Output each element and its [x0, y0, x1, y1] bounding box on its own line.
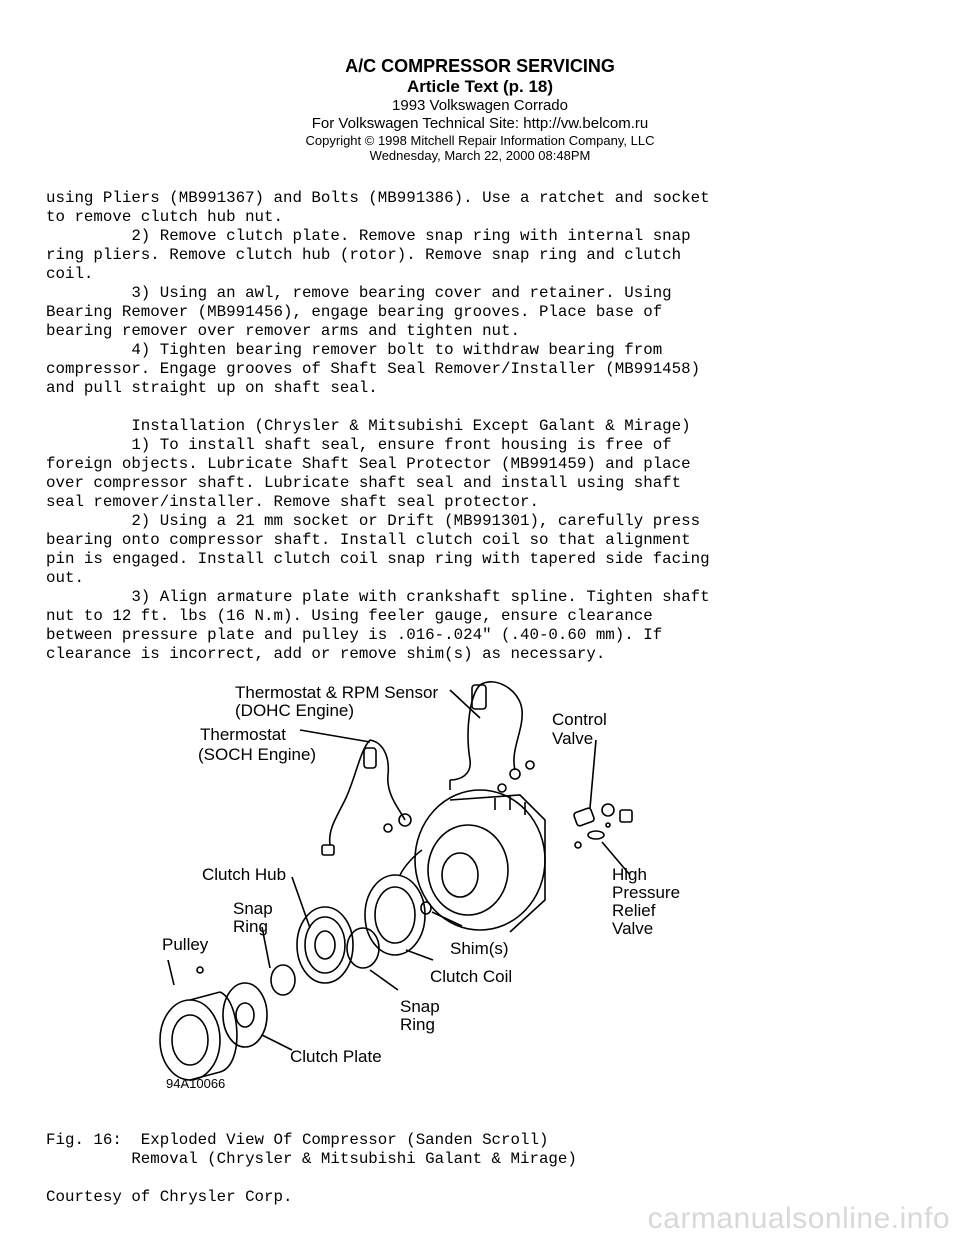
sohc-harness-wire-2 [369, 739, 406, 821]
callout-thermostat: Thermostat [200, 725, 286, 744]
dohc-harness-wire-2 [479, 681, 523, 771]
vehicle-label: 1993 Volkswagen Corrado [392, 97, 568, 114]
leader-thermostat-rpm [449, 689, 481, 719]
callout-snap-top: Snap [233, 899, 273, 918]
pulley-rim [189, 991, 238, 1081]
sohc-connector [363, 747, 377, 769]
control-valve-body [573, 807, 595, 827]
callout-thermostat-rpm: Thermostat & RPM Sensor [235, 683, 438, 702]
callout-valve-2: Valve [612, 919, 653, 938]
clutch-plate-outer [222, 982, 268, 1048]
clutch-hub-outer [296, 906, 354, 984]
leader-thermostat [299, 729, 371, 743]
procedure-text: using Pliers (MB991367) and Bolts (MB991… [46, 189, 710, 663]
leader-control-valve [589, 739, 597, 809]
leader-clutch-hub [291, 876, 311, 929]
leader-clutch-coil [405, 949, 434, 961]
pulley-bolt [196, 966, 204, 974]
leader-clutch-plate [261, 1034, 293, 1051]
control-valve-cap [619, 809, 633, 823]
callout-clutch-plate: Clutch Plate [290, 1047, 382, 1066]
shim [420, 901, 432, 915]
callout-ring-bottom: Ring [400, 1015, 435, 1034]
page-header: A/C COMPRESSOR SERVICING Article Text (p… [0, 56, 960, 163]
snap-ring-lower [346, 927, 380, 969]
copyright-label: Copyright © 1998 Mitchell Repair Informa… [305, 133, 655, 148]
callout-labels: Thermostat & RPM Sensor (DOHC Engine) Th… [162, 683, 680, 1091]
callout-snap-bottom: Snap [400, 997, 440, 1016]
snap-ring-upper [270, 964, 296, 996]
callout-clutch-coil: Clutch Coil [430, 967, 512, 986]
dohc-sensor [509, 768, 521, 780]
clutch-hub-middle [304, 916, 346, 974]
article-page-label: Article Text (p. 18) [406, 77, 554, 96]
callout-valve: Valve [552, 729, 593, 748]
pulley-outer [159, 999, 221, 1081]
date-label: Wednesday, March 22, 2000 08:48PM [369, 148, 591, 163]
caption-title: Fig. 16: Exploded View Of Compressor (Sa… [46, 1131, 549, 1149]
callout-relief: Relief [612, 901, 656, 920]
clutch-plate-center [235, 1002, 255, 1028]
leader-snap-ring-bottom [369, 969, 399, 991]
dohc-harness-wire [449, 684, 481, 781]
figure-caption: Fig. 16: Exploded View Of Compressor (Sa… [46, 1093, 548, 1226]
callout-shims: Shim(s) [450, 939, 509, 958]
clutch-coil-inner [374, 886, 416, 944]
caption-credit: Courtesy of Chrysler Corp. [46, 1188, 293, 1206]
clutch-hub-inner [314, 930, 336, 960]
callout-clutch-hub: Clutch Hub [202, 865, 286, 884]
callout-dohc-engine: (DOHC Engine) [235, 701, 354, 720]
dohc-connector [471, 684, 487, 710]
sohc-harness-wire [328, 739, 371, 846]
compressor-exploded-figure: Thermostat & RPM Sensor (DOHC Engine) Th… [150, 670, 710, 1100]
clutch-coil-outer [364, 874, 426, 956]
leader-shims [431, 911, 463, 927]
pulley-inner [171, 1014, 209, 1066]
compressor-front-housing [427, 824, 509, 916]
callout-pressure: Pressure [612, 883, 680, 902]
dohc-grommet [497, 783, 507, 793]
site-label: For Volkswagen Technical Site: http://vw… [311, 115, 649, 132]
relief-valve-body [587, 830, 605, 840]
callout-sohc-engine: (SOCH Engine) [198, 745, 316, 764]
control-valve-oring [601, 803, 615, 817]
leader-relief-valve [601, 841, 631, 876]
watermark: carmanualsonline.info [647, 1202, 950, 1235]
figure-id: 94A10066 [166, 1076, 225, 1091]
sohc-sensor [398, 813, 412, 827]
callout-pulley: Pulley [162, 935, 209, 954]
callout-ring-top: Ring [233, 917, 268, 936]
document-title: A/C COMPRESSOR SERVICING [345, 56, 615, 76]
leader-snap-ring-top [261, 926, 271, 969]
leader-pulley [167, 959, 175, 986]
compressor-shaft-boss [441, 852, 479, 898]
section-heading-removal: Removal (Chrysler & Mitsubishi Galant & … [46, 1150, 577, 1168]
callout-high: High [612, 865, 647, 884]
compressor-diagram: Thermostat & RPM Sensor (DOHC Engine) Th… [159, 681, 680, 1091]
callout-control: Control [552, 710, 607, 729]
compressor-rear-shell [449, 794, 546, 933]
